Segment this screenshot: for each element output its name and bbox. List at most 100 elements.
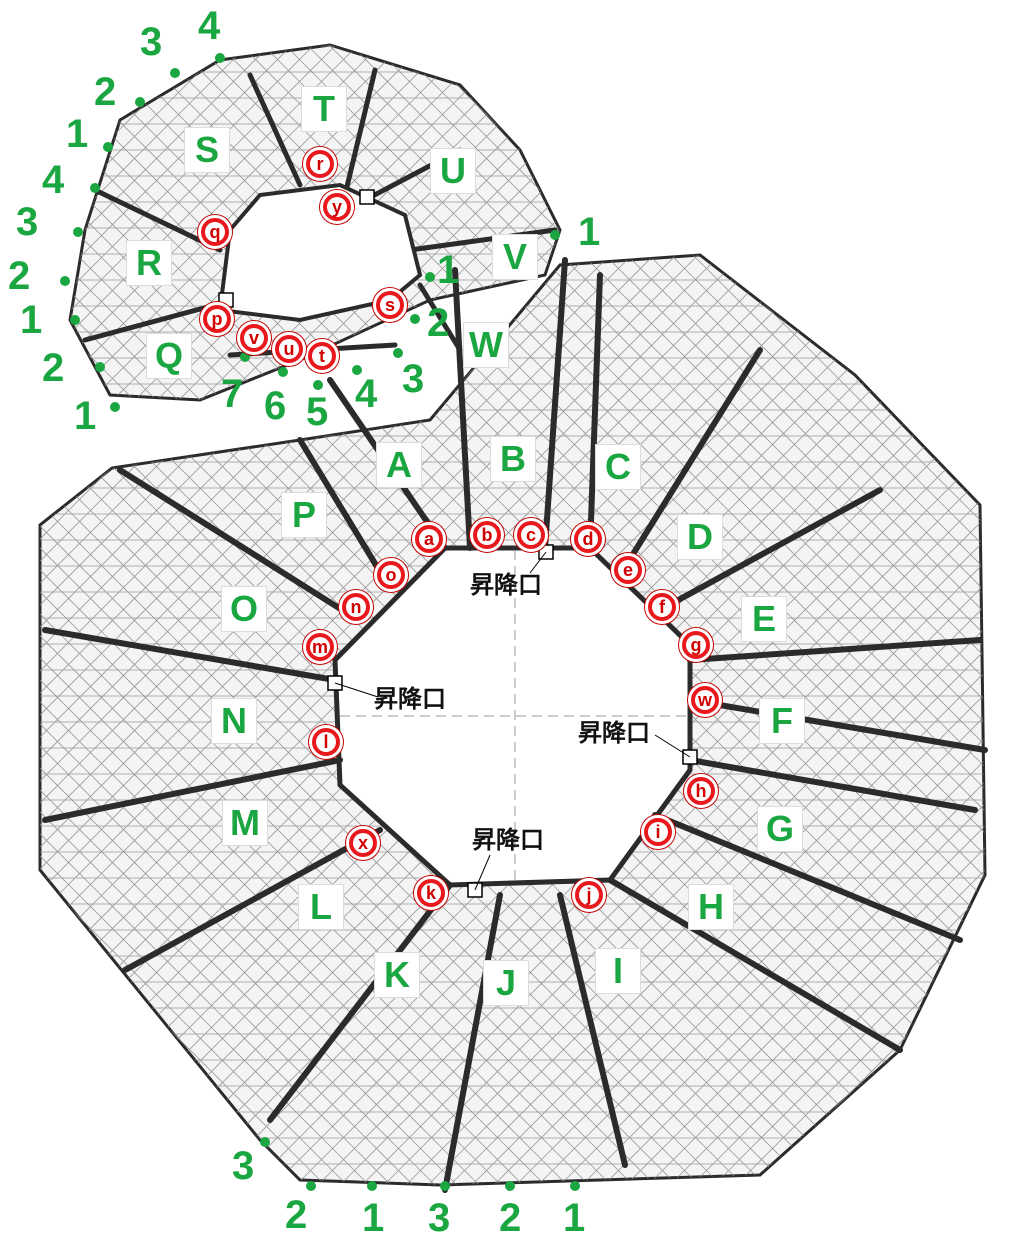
node-marker-e: e (611, 553, 645, 587)
mesh-line (1010, 0, 1019, 1241)
grid-point (306, 1181, 316, 1191)
grid-point (278, 367, 288, 377)
node-marker-l: l (309, 725, 343, 759)
grid-number: 1 (578, 210, 601, 254)
hatch-label-north: 昇降口 (470, 571, 542, 599)
grid-number: 2 (42, 346, 65, 390)
node-marker-r: r (303, 147, 337, 181)
node-marker-g: g (679, 628, 713, 662)
structural-rib (587, 272, 603, 551)
node-marker-label: j (579, 885, 599, 905)
hatch-leader (654, 734, 691, 758)
node-marker-f: f (645, 590, 679, 624)
grid-number: 1 (74, 394, 97, 438)
hatch-square (359, 189, 375, 205)
grid-point (440, 1181, 450, 1191)
grid-number: 4 (42, 158, 65, 202)
node-marker-label: e (618, 560, 638, 580)
mesh-line (40, 45, 316, 1185)
grid-point (425, 272, 435, 282)
structural-rib (82, 302, 218, 343)
node-marker-h: h (684, 774, 718, 808)
grid-number: 4 (355, 372, 378, 416)
node-marker-label: l (316, 732, 336, 752)
grid-point (73, 227, 83, 237)
node-marker-label: r (310, 154, 330, 174)
sector-label-v: V (492, 234, 538, 280)
node-marker-v: v (237, 321, 271, 355)
sector-label-i: I (595, 948, 641, 994)
structural-rib (342, 67, 378, 198)
structural-rib (122, 827, 383, 973)
mesh-line (0, 0, 29, 1241)
node-marker-label: f (652, 597, 672, 617)
sector-label-j: J (483, 960, 529, 1006)
mesh-line (0, 0, 7, 1241)
sector-label-c: C (595, 444, 641, 490)
grid-point (570, 1181, 580, 1191)
mesh-line (40, 45, 624, 1185)
node-marker-label: o (381, 565, 401, 585)
grid-point (60, 276, 70, 286)
node-marker-u: u (272, 332, 306, 366)
node-marker-c: c (514, 518, 548, 552)
mesh-line (40, 45, 756, 1185)
grid-point (313, 380, 323, 390)
structural-rib (407, 227, 558, 253)
node-marker-label: h (691, 781, 711, 801)
node-marker-b: b (470, 518, 504, 552)
mesh-line (40, 45, 712, 1185)
mesh-line (40, 45, 690, 1185)
sector-label-u: U (430, 148, 476, 194)
sector-label-g: G (757, 806, 803, 852)
node-marker-a: a (412, 522, 446, 556)
sector-label-b: B (490, 436, 536, 482)
sector-label-k: K (374, 952, 420, 998)
mesh-line (40, 45, 668, 1185)
grid-number: 1 (362, 1196, 385, 1240)
grid-point (70, 315, 80, 325)
mesh-line (988, 0, 1019, 1241)
grid-point (410, 314, 420, 324)
mesh-line (40, 45, 646, 1185)
structural-rib (657, 487, 883, 613)
sector-label-h: H (688, 884, 734, 930)
node-marker-n: n (339, 590, 373, 624)
structural-rib (452, 267, 473, 551)
structural-rib (557, 892, 628, 1168)
grid-number: 3 (16, 200, 39, 244)
node-marker-label: g (686, 635, 706, 655)
structural-rib (687, 697, 988, 753)
structural-rib (652, 812, 963, 943)
node-marker-label: p (207, 309, 227, 329)
structural-rib (442, 892, 503, 1193)
hatch-label-south: 昇降口 (472, 826, 544, 854)
grid-point (240, 352, 250, 362)
sector-label-o: O (221, 586, 267, 632)
grid-number: 1 (437, 248, 460, 292)
sector-label-n: N (211, 698, 257, 744)
node-marker-label: y (327, 197, 347, 217)
mesh-line (40, 45, 360, 1185)
node-marker-y: y (320, 190, 354, 224)
node-marker-label: x (353, 833, 373, 853)
grid-number: 7 (221, 372, 244, 416)
node-marker-label: u (279, 339, 299, 359)
grid-number: 3 (140, 20, 163, 64)
grid-point (135, 97, 145, 107)
sector-label-q: Q (146, 333, 192, 379)
node-marker-label: b (477, 525, 497, 545)
grid-point (352, 365, 362, 375)
mesh-line (0, 0, 7, 1241)
node-marker-w: w (688, 683, 722, 717)
node-marker-label: w (695, 690, 715, 710)
grid-number: 3 (428, 1196, 451, 1240)
grid-point (103, 142, 113, 152)
structural-rib (42, 627, 338, 683)
structural-rib (42, 757, 343, 823)
structural-rib (267, 882, 453, 1123)
hatch-label-east: 昇降口 (578, 719, 650, 747)
grid-point (90, 183, 100, 193)
sector-label-f: F (759, 698, 805, 744)
sector-label-w: W (463, 322, 509, 368)
